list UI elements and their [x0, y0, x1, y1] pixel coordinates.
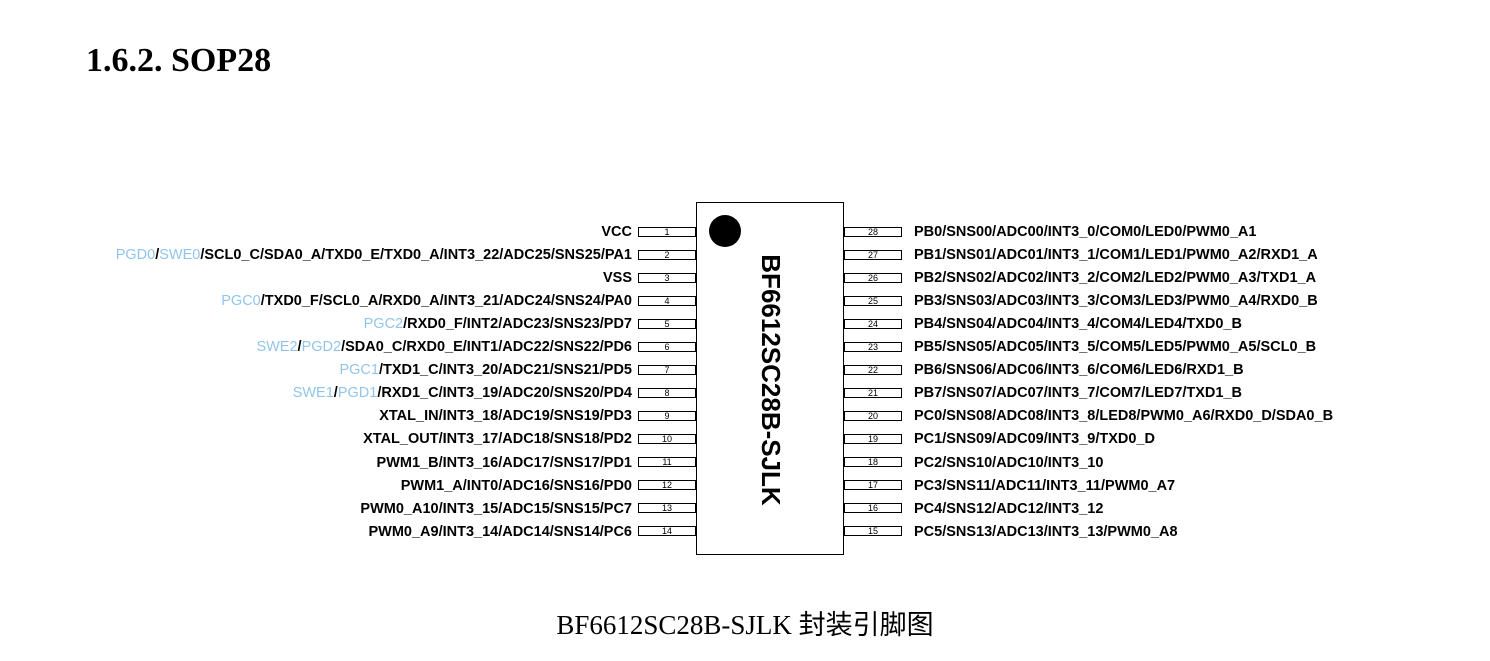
pin-26-label: PB2/SNS02/ADC02/INT3_2/COM2/LED2/PWM0_A3… [914, 270, 1317, 287]
pin-10-label: XTAL_OUT/INT3_17/ADC18/SNS18/PD2 [363, 432, 632, 447]
pin-2-box: 2 [638, 249, 696, 260]
pin-9-label: XTAL_IN/INT3_18/ADC19/SNS19/PD3 [379, 409, 632, 424]
pin-8-box: 8 [638, 387, 696, 398]
pin-17-label: PC3/SNS11/ADC11/INT3_11/PWM0_A7 [914, 477, 1176, 494]
chip-part-number: BF6612SC28B-SJLK [756, 254, 786, 506]
pin-18-box: 18 [844, 457, 902, 467]
pin-10-box: 10 [638, 433, 696, 444]
pin-3-box: 3 [638, 272, 696, 283]
pin-2-label: PGD0/SWE0/SCL0_C/SDA0_A/TXD0_E/TXD0_A/IN… [116, 248, 632, 263]
pin-26-box: 26 [844, 272, 902, 283]
pin-function-text: PWM1_B/INT3_16/ADC17/SNS17/PD1 [376, 454, 632, 471]
pin-16-box: 16 [844, 503, 902, 514]
pin-function-text: PWM0_A9/INT3_14/ADC14/SNS14/PC6 [368, 523, 632, 540]
debug-function-name: SWE0 [159, 247, 201, 264]
pin-27-label: PB1/SNS01/ADC01/INT3_1/COM1/LED1/PWM0_A2… [914, 247, 1318, 264]
pin1-marker-dot [709, 215, 741, 247]
pin-1-box: 1 [638, 226, 696, 237]
pin-function-text: / [155, 247, 160, 264]
pin-function-text: /RXD1_C/INT3_19/ADC20/SNS20/PD4 [377, 385, 632, 402]
pin-5-label: PGC2/RXD0_F/INT2/ADC23/SNS23/PD7 [364, 317, 632, 332]
pin-function-text: XTAL_IN/INT3_18/ADC19/SNS19/PD3 [379, 408, 632, 425]
debug-function-name: PGC0 [221, 293, 261, 310]
pin-15-box: 15 [844, 526, 902, 537]
pin-17-box: 17 [844, 480, 902, 491]
pin-22-box: 22 [844, 364, 902, 375]
pin-function-text: /SDA0_C/RXD0_E/INT1/ADC22/SNS22/PD6 [341, 339, 632, 356]
pin-function-text: PWM0_A10/INT3_15/ADC15/SNS15/PC7 [360, 500, 632, 517]
pin-7-label: PGC1/TXD1_C/INT3_20/ADC21/SNS21/PD5 [339, 363, 632, 378]
pin-12-label: PWM1_A/INT0/ADC16/SNS16/PD0 [400, 477, 632, 494]
pin-21-label: PB7/SNS07/ADC07/INT3_7/COM7/LED7/TXD1_B [914, 385, 1242, 402]
pin-24-box: 24 [844, 318, 902, 329]
pin-13-box: 13 [638, 503, 696, 514]
pin-3-label: VSS [603, 271, 632, 286]
debug-function-name: PGC1 [339, 362, 379, 379]
pin-6-box: 6 [638, 341, 696, 352]
debug-function-name: PGD2 [301, 339, 342, 356]
pin-15-label: PC5/SNS13/ADC13/INT3_13/PWM0_A8 [914, 523, 1178, 540]
pin-19-label: PC1/SNS09/ADC09/INT3_9/TXD0_D [914, 431, 1155, 448]
section-heading: 1.6.2. SOP28 [86, 42, 272, 79]
pin-22-label: PB6/SNS06/ADC06/INT3_6/COM6/LED6/RXD1_B [914, 362, 1244, 379]
pin-19-box: 19 [844, 433, 902, 444]
pin-20-label: PC0/SNS08/ADC08/INT3_8/LED8/PWM0_A6/RXD0… [914, 408, 1334, 425]
pin-25-label: PB3/SNS03/ADC03/INT3_3/COM3/LED3/PWM0_A4… [914, 293, 1318, 310]
pin-6-label: SWE2/PGD2/SDA0_C/RXD0_E/INT1/ADC22/SNS22… [256, 340, 632, 355]
pin-27-box: 27 [844, 249, 902, 260]
pin-14-label: PWM0_A9/INT3_14/ADC14/SNS14/PC6 [368, 523, 632, 540]
pin-7-box: 7 [638, 364, 696, 375]
pin-4-label: PGC0/TXD0_F/SCL0_A/RXD0_A/INT3_21/ADC24/… [221, 294, 632, 309]
chip-body [696, 202, 844, 555]
debug-function-name: SWE1 [292, 385, 334, 402]
pin-18-label: PC2/SNS10/ADC10/INT3_10 [914, 454, 1104, 471]
pin-8-label: SWE1/PGD1/RXD1_C/INT3_19/ADC20/SNS20/PD4 [293, 386, 632, 401]
pin-20-box: 20 [844, 410, 902, 421]
pin-13-label: PWM0_A10/INT3_15/ADC15/SNS15/PC7 [360, 500, 632, 517]
pin-5-box: 5 [638, 318, 696, 329]
figure-caption: BF6612SC28B-SJLK 封装引脚图 [556, 610, 934, 640]
pin-function-text: / [297, 339, 302, 356]
pin-9-box: 9 [638, 410, 696, 421]
pin-4-box: 4 [638, 295, 696, 306]
pin-23-box: 23 [844, 341, 902, 352]
debug-function-name: PGC2 [363, 316, 404, 333]
pin-28-label: PB0/SNS00/ADC00/INT3_0/COM0/LED0/PWM0_A1 [914, 224, 1257, 240]
debug-function-name: SWE2 [256, 339, 298, 356]
pin-28-box: 28 [844, 226, 902, 237]
pin-12-box: 12 [638, 480, 696, 491]
debug-function-name: PGD0 [115, 247, 156, 264]
pin-function-text: /RXD0_F/INT2/ADC23/SNS23/PD7 [403, 316, 632, 333]
pin-16-label: PC4/SNS12/ADC12/INT3_12 [914, 500, 1104, 517]
pin-14-box: 14 [638, 526, 696, 537]
pin-11-label: PWM1_B/INT3_16/ADC17/SNS17/PD1 [376, 454, 632, 471]
pin-21-box: 21 [844, 387, 902, 398]
pin-function-text: / [333, 385, 338, 402]
pin-function-text: /SCL0_C/SDA0_A/TXD0_E/TXD0_A/INT3_22/ADC… [200, 247, 632, 264]
pin-1-label: VCC [601, 225, 632, 240]
pin-function-text: VSS [602, 270, 632, 287]
pin-24-label: PB4/SNS04/ADC04/INT3_4/COM4/LED4/TXD0_B [914, 316, 1242, 333]
pin-function-text: VCC [601, 224, 632, 240]
pin-23-label: PB5/SNS05/ADC05/INT3_5/COM5/LED5/PWM0_A5… [914, 339, 1317, 356]
debug-function-name: PGD1 [337, 385, 378, 402]
pin-function-text: /TXD0_F/SCL0_A/RXD0_A/INT3_21/ADC24/SNS2… [260, 293, 632, 310]
pin-function-text: PWM1_A/INT0/ADC16/SNS16/PD0 [400, 477, 632, 494]
pin-25-box: 25 [844, 295, 902, 306]
pin-function-text: XTAL_OUT/INT3_17/ADC18/SNS18/PD2 [363, 431, 632, 448]
pin-function-text: /TXD1_C/INT3_20/ADC21/SNS21/PD5 [378, 362, 632, 379]
pin-11-box: 11 [638, 457, 696, 467]
